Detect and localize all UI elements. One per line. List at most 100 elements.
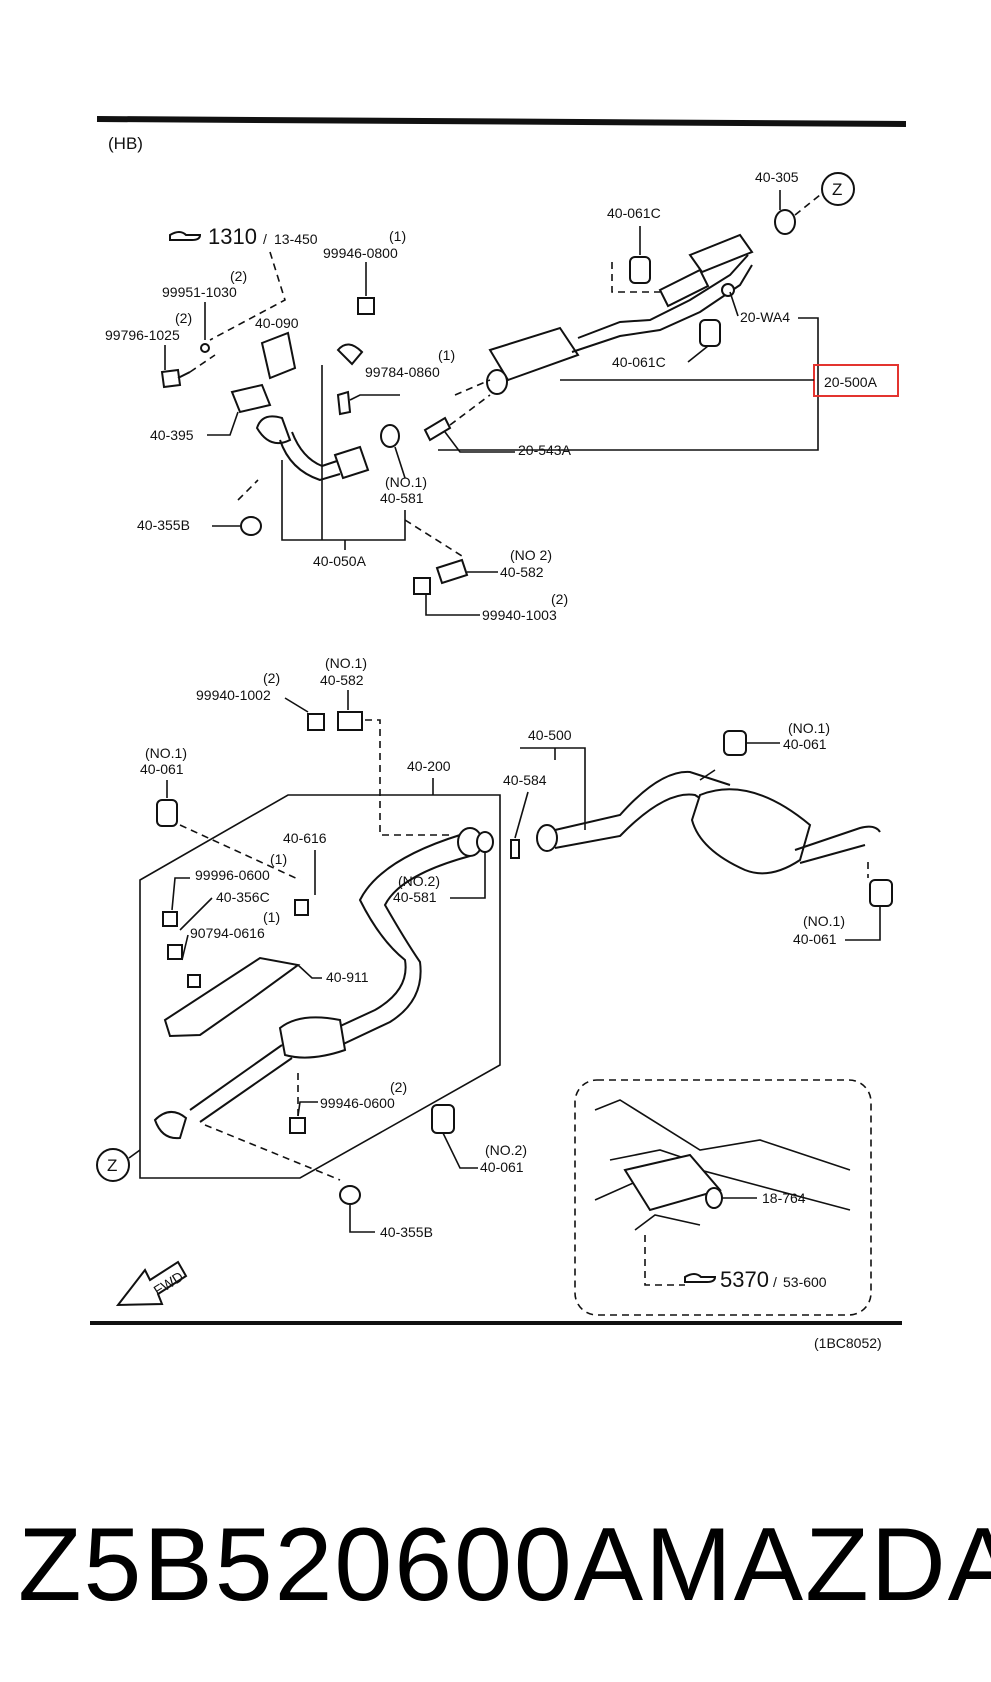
nut-99946-0600 — [289, 1117, 306, 1134]
no-40-061-r: (NO.1) — [803, 913, 845, 929]
qty-99996-0600: (1) — [270, 851, 287, 867]
rear-muffler-40-500 — [536, 769, 881, 875]
label-99940-1003: 99940-1003 — [482, 607, 557, 623]
box-40-200 — [139, 794, 501, 1179]
ref-bottom-slash: / — [773, 1274, 777, 1290]
top-rule — [96, 116, 907, 127]
no-40-061-b: (NO.2) — [485, 1142, 527, 1158]
label-40-200: 40-200 — [407, 758, 451, 774]
hanger-40-061-tr — [723, 730, 747, 756]
ref-bottom-number: 5370 — [720, 1267, 769, 1292]
ref-top-slash: / — [263, 231, 267, 247]
clip-40-356C — [167, 944, 183, 960]
grommet-18-764 — [705, 1187, 723, 1209]
center-pipe-40-200 — [153, 827, 483, 1140]
label-40-581: 40-581 — [380, 490, 424, 506]
z-marker-top — [821, 172, 855, 206]
sensor-40-616 — [294, 899, 309, 916]
qty-99940-1003: (2) — [551, 591, 568, 607]
label-18-764: 18-764 — [762, 1190, 806, 1206]
label-40-911: 40-911 — [326, 969, 369, 985]
label-40-582-upper: 40-582 — [500, 564, 544, 580]
spring-40-582-upper — [435, 558, 469, 585]
label-20-543A: 20-543A — [518, 442, 572, 458]
stud-99784-0860 — [336, 390, 352, 416]
label-40-584: 40-584 — [503, 772, 547, 788]
label-99996-0600: 99996-0600 — [195, 867, 270, 883]
nut-99940-1003 — [413, 577, 431, 595]
z-marker-bottom-label: Z — [107, 1156, 117, 1175]
no-40-582-lower: (NO.1) — [325, 655, 367, 671]
reference-hand-icon — [169, 231, 202, 241]
label-20-500A: 20-500A — [824, 374, 878, 390]
nut-99946-0800 — [357, 297, 375, 315]
spring-40-582-lower — [337, 711, 363, 731]
label-99940-1002: 99940-1002 — [196, 687, 271, 703]
ring-40-581-no2 — [476, 831, 494, 853]
label-40-395: 40-395 — [150, 427, 194, 443]
label-40-356C: 40-356C — [216, 889, 270, 905]
product-caption: Z5B520600A MAZDA — [0, 1500, 991, 1630]
hanger-40-061-tl — [156, 799, 178, 827]
label-40-090: 40-090 — [255, 315, 299, 331]
gasket-40-090 — [260, 331, 297, 380]
label-40-355B-lower: 40-355B — [380, 1224, 433, 1240]
label-40-355B-upper: 40-355B — [137, 517, 190, 533]
heat-shield-40-911 — [163, 956, 301, 1038]
label-40-500: 40-500 — [528, 727, 572, 743]
z-marker-bottom — [96, 1148, 130, 1182]
bolt-40-584 — [510, 839, 520, 859]
qty-99946-0800: (1) — [389, 228, 406, 244]
nut-40-355B-upper — [240, 516, 262, 536]
figure-code: (1BC8052) — [814, 1335, 882, 1351]
no-40-061-tl: (NO.1) — [145, 745, 187, 761]
label-40-581-lower: 40-581 — [393, 889, 437, 905]
label-40-061-tr: 40-061 — [783, 736, 827, 752]
washer-99951-1030 — [200, 343, 210, 353]
ring-40-305 — [774, 209, 796, 235]
label-90794-0616: 90794-0616 — [190, 925, 265, 941]
no-40-582-upper: (NO 2) — [510, 547, 552, 563]
qty-90794-0616: (1) — [263, 909, 280, 925]
stud-20-543A — [423, 416, 452, 442]
detail-bracket-drawing — [594, 1099, 851, 1231]
nut-40-355B-lower — [339, 1185, 361, 1205]
ring-40-581-no1 — [380, 424, 400, 448]
qty-99784-0860: (1) — [438, 347, 455, 363]
ref-bottom-sub: 53-600 — [783, 1274, 827, 1290]
qty-99946-0600: (2) — [390, 1079, 407, 1095]
label-99946-0600: 99946-0600 — [320, 1095, 395, 1111]
qty-99796-1025: (2) — [175, 310, 192, 326]
label-40-061-tl: 40-061 — [140, 761, 184, 777]
nut-99996-0600 — [162, 911, 178, 927]
label-40-050A: 40-050A — [313, 553, 367, 569]
label-20-WA4: 20-WA4 — [740, 309, 790, 325]
no-40-581: (NO.1) — [385, 474, 427, 490]
hanger-40-061C-lower — [699, 319, 721, 347]
qty-99940-1002: (2) — [263, 670, 280, 686]
label-99784-0860: 99784-0860 — [365, 364, 440, 380]
label-40-061-r: 40-061 — [793, 931, 837, 947]
qty-99951-1030: (2) — [230, 268, 247, 284]
label-40-305: 40-305 — [755, 169, 799, 185]
detail-inset — [574, 1079, 872, 1316]
reference-hand-icon-bottom — [684, 1273, 717, 1283]
section-code: (HB) — [108, 134, 143, 153]
label-40-061C-a: 40-061C — [607, 205, 661, 221]
part-number: Z5B520600A — [18, 1507, 646, 1623]
ref-top-number: 1310 — [208, 224, 257, 249]
label-99951-1030: 99951-1030 — [162, 284, 237, 300]
front-pipe-40-050A — [255, 343, 370, 482]
forward-arrow-icon — [115, 1260, 188, 1307]
z-marker-top-label: Z — [832, 180, 842, 199]
ref-top-sub: 13-450 — [274, 231, 318, 247]
label-40-582-lower: 40-582 — [320, 672, 364, 688]
gasket-40-395 — [230, 383, 272, 414]
label-99796-1025: 99796-1025 — [105, 327, 180, 343]
hanger-40-061C-upper — [629, 256, 651, 284]
bolt-99796-1025 — [160, 368, 191, 389]
catalytic-converter-assembly — [486, 233, 754, 395]
no-40-061-tr: (NO.1) — [788, 720, 830, 736]
label-40-616: 40-616 — [283, 830, 327, 846]
hanger-40-061-r — [869, 879, 893, 907]
